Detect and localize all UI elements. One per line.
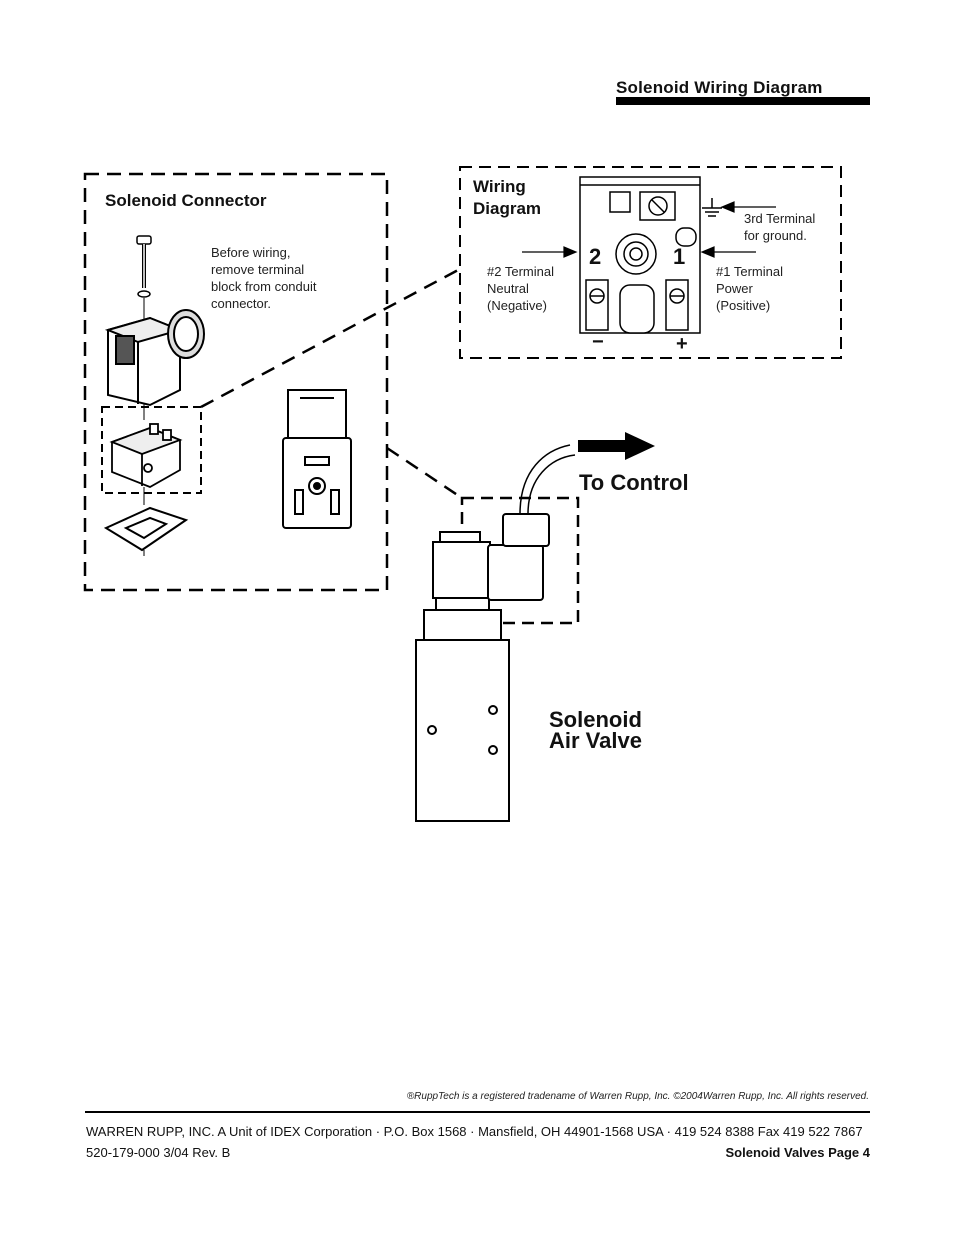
terminal2-label: #2 Terminal Neutral (Negative) bbox=[487, 263, 554, 314]
trademark-note: ®RuppTech is a registered tradename of W… bbox=[406, 1091, 869, 1102]
wiring-box-title: Wiring Diagram bbox=[473, 176, 541, 220]
document-number: 520-179-000 3/04 Rev. B bbox=[86, 1145, 231, 1160]
plus-sign: + bbox=[676, 333, 688, 355]
terminal1-line: Power bbox=[716, 281, 753, 296]
minus-sign: − bbox=[592, 331, 604, 353]
wiring-title-line: Diagram bbox=[473, 199, 542, 218]
section-page-label: Solenoid Valves Page 4 bbox=[725, 1145, 870, 1160]
footer-rule bbox=[85, 1111, 870, 1113]
connector-note-line: connector. bbox=[211, 296, 271, 311]
to-control-label: To Control bbox=[579, 470, 689, 495]
connector-note: Before wiring, remove terminal block fro… bbox=[211, 244, 317, 312]
connector-face-icon bbox=[282, 389, 352, 529]
terminal1-line: (Positive) bbox=[716, 298, 771, 313]
ground-line: for ground. bbox=[744, 228, 807, 243]
terminal2-line: Neutral bbox=[487, 281, 529, 296]
connector-note-line: remove terminal bbox=[211, 262, 305, 277]
terminal-block-detail-icon bbox=[579, 176, 722, 334]
solenoid-air-valve-label: Solenoid Air Valve bbox=[549, 707, 642, 753]
terminal2-line: (Negative) bbox=[487, 298, 547, 313]
ground-label: 3rd Terminal for ground. bbox=[744, 210, 815, 244]
leader-line-valve bbox=[386, 446, 463, 500]
ground-line: 3rd Terminal bbox=[744, 211, 816, 226]
terminal1-label: #1 Terminal Power (Positive) bbox=[716, 263, 783, 314]
page-title: Solenoid Wiring Diagram bbox=[616, 78, 823, 97]
connector-housing-icon bbox=[104, 309, 205, 420]
terminal2-line: #2 Terminal bbox=[487, 264, 554, 279]
valve-label-line: Solenoid bbox=[549, 707, 642, 732]
title-underline bbox=[616, 97, 870, 105]
terminal1-line: #1 Terminal bbox=[716, 264, 783, 279]
to-control-arrow-icon bbox=[578, 432, 655, 460]
terminal-block-icon bbox=[109, 423, 183, 505]
wiring-diagram-box bbox=[459, 166, 842, 359]
connector-note-line: Before wiring, bbox=[211, 245, 291, 260]
pointer-arrows bbox=[522, 201, 776, 258]
solenoid-valve-icon bbox=[415, 444, 576, 822]
terminal-number-2: 2 bbox=[589, 244, 602, 269]
screw-icon bbox=[136, 235, 152, 325]
terminal-block-highlight bbox=[101, 406, 202, 494]
connector-box-title: Solenoid Connector bbox=[105, 191, 267, 210]
company-address: WARREN RUPP, INC. A Unit of IDEX Corpora… bbox=[86, 1124, 863, 1139]
gasket-icon bbox=[103, 506, 189, 556]
terminal-number-1: 1 bbox=[673, 244, 686, 269]
wiring-title-line: Wiring bbox=[473, 177, 526, 196]
leader-line-wiring bbox=[200, 267, 461, 409]
connector-note-line: block from conduit bbox=[211, 279, 317, 294]
valve-label-line: Air Valve bbox=[549, 728, 642, 753]
solenoid-connector-box bbox=[83, 172, 389, 592]
